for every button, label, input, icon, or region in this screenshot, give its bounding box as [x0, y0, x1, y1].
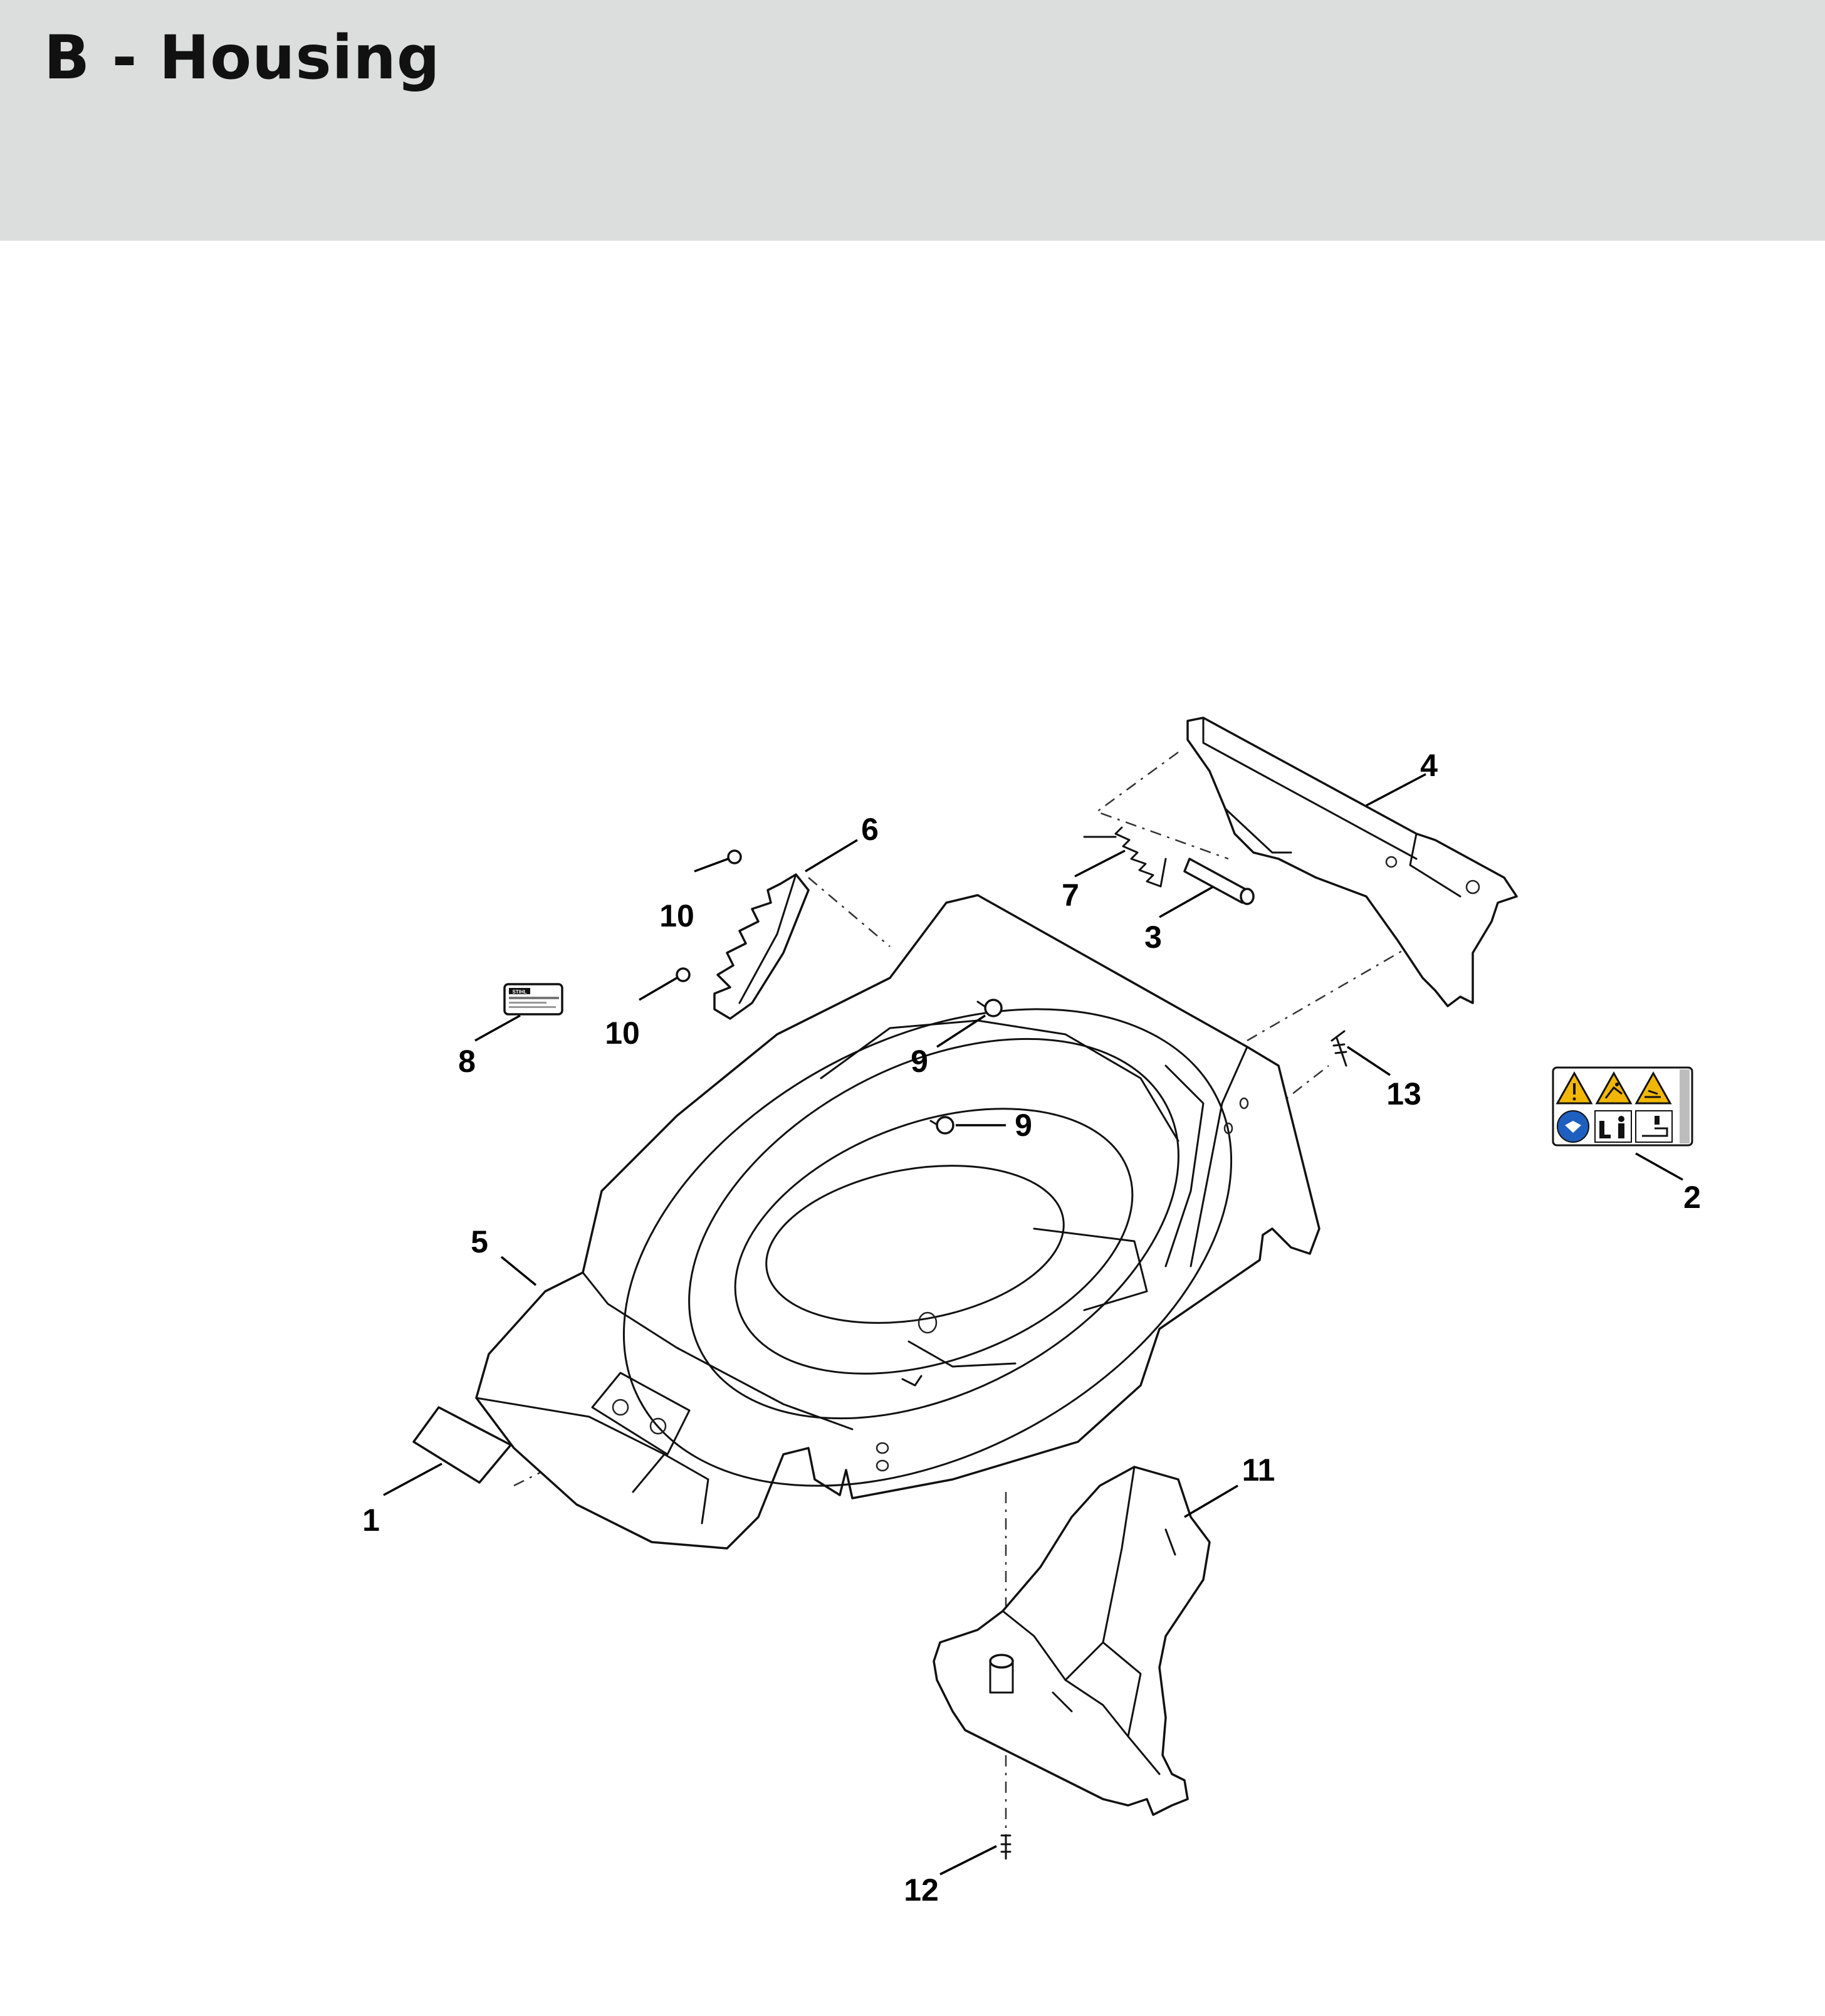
- blade-hazard-icon: [1634, 1071, 1672, 1105]
- callout-10b: 10: [605, 1016, 640, 1051]
- callout-12: 12: [904, 1872, 939, 1908]
- callout-9a: 9: [911, 1044, 928, 1079]
- callout-10a: 10: [659, 898, 694, 933]
- brand-logo-text: STIHL: [512, 989, 526, 995]
- keep-distance-icon: [1594, 1110, 1632, 1143]
- callout-3: 3: [1144, 920, 1162, 955]
- callout-8: 8: [458, 1044, 476, 1079]
- part-4-rear-flap: [1186, 717, 1518, 1007]
- callout-13: 13: [1386, 1076, 1421, 1111]
- part-6-height-rack: [713, 873, 810, 1020]
- page-header: B - Housing: [0, 0, 1825, 241]
- part-11-guard: [933, 1466, 1211, 1816]
- warning-triangle-icon: [1556, 1071, 1593, 1105]
- callout-4: 4: [1420, 748, 1438, 783]
- part-3-pin: [1183, 858, 1255, 905]
- part-1-label: [412, 1406, 512, 1484]
- page-title: B - Housing: [44, 23, 441, 93]
- callout-2: 2: [1683, 1180, 1701, 1215]
- housing-deck: [475, 894, 1320, 1550]
- part-9-pins: [929, 999, 1003, 1135]
- part-13-screw: [1331, 1030, 1347, 1067]
- callout-1: 1: [362, 1503, 380, 1538]
- callout-5: 5: [471, 1224, 488, 1259]
- callout-6: 6: [861, 812, 879, 847]
- thrown-object-icon: [1595, 1071, 1633, 1105]
- part-12-screw: [1000, 1834, 1012, 1860]
- part-2-warning-label: [1552, 1066, 1693, 1147]
- callout-7: 7: [1062, 878, 1079, 913]
- part-10-nuts: [676, 849, 742, 982]
- part-7-torsion-spring: [1083, 826, 1167, 888]
- disconnect-plug-icon: [1635, 1110, 1673, 1143]
- part-8-rating-plate: STIHL: [503, 983, 563, 1016]
- leader-lines: [383, 773, 1683, 1876]
- read-manual-icon: [1557, 1110, 1589, 1143]
- callout-11: 11: [1242, 1452, 1275, 1488]
- callout-9b: 9: [1015, 1108, 1032, 1143]
- callout-labels: 1 2 3 4 5 6 7 8 9 9 10 10 11 12 13: [362, 748, 1701, 1908]
